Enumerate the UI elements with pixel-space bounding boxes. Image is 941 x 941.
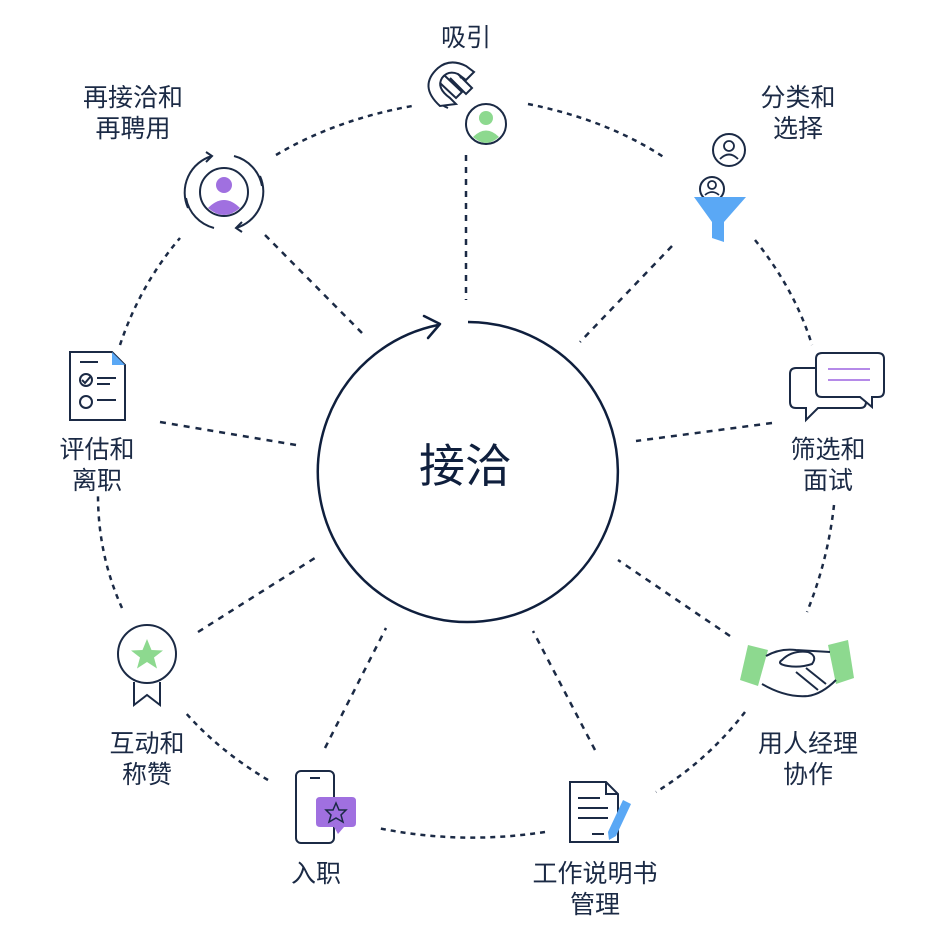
- stage-label-attract: 吸引: [441, 22, 491, 53]
- outer-dashed-ring: [96, 102, 836, 839]
- stage-label-line: 离职: [71, 466, 123, 495]
- stage-label-sort: 分类和 选择: [760, 82, 835, 144]
- chat-bubbles-icon: [789, 352, 885, 423]
- stage-label-manager: 用人经理 协作: [758, 728, 858, 790]
- stage-label-line: 选择: [772, 114, 824, 143]
- stage-label-line: 用人经理: [757, 729, 859, 758]
- stage-label-line: 入职: [290, 859, 342, 888]
- stage-label-line: 筛选和: [790, 435, 866, 464]
- stage-label-line: 管理: [569, 890, 621, 919]
- spokes: [159, 155, 773, 751]
- stage-label-line: 互动和: [109, 729, 185, 758]
- stage-label-onboard: 入职: [291, 858, 341, 889]
- stage-label-line: 称赞: [121, 760, 173, 789]
- stage-label-line: 评估和: [59, 435, 135, 464]
- stage-label-recognize: 互动和 称赞: [109, 728, 184, 790]
- center-cycle-circle: [316, 314, 620, 624]
- center-label: 接洽: [419, 439, 511, 493]
- stage-label-line: 吸引: [440, 23, 492, 52]
- magnet-person-icon: [427, 61, 507, 145]
- stage-label-reengage: 再接洽和 再聘用: [83, 82, 183, 144]
- funnel-people-icon: [694, 133, 746, 242]
- refresh-person-icon: [183, 151, 265, 233]
- handshake-icon: [740, 640, 854, 698]
- stage-label-screen: 筛选和 面试: [790, 434, 865, 496]
- stage-label-jd: 工作说明书 管理: [532, 858, 657, 920]
- stage-label-line: 面试: [802, 466, 854, 495]
- checklist-icon: [69, 351, 126, 421]
- award-ribbon-icon: [117, 624, 177, 708]
- phone-star-icon: [295, 770, 356, 844]
- stage-label-line: 再聘用: [95, 114, 171, 143]
- stage-label-line: 再接洽和: [82, 83, 184, 112]
- document-pen-icon: [569, 781, 631, 843]
- stage-label-line: 分类和: [760, 83, 836, 112]
- stage-label-evaluate: 评估和 离职: [59, 434, 134, 496]
- stage-label-line: 工作说明书: [532, 859, 658, 888]
- stage-label-line: 协作: [782, 760, 834, 789]
